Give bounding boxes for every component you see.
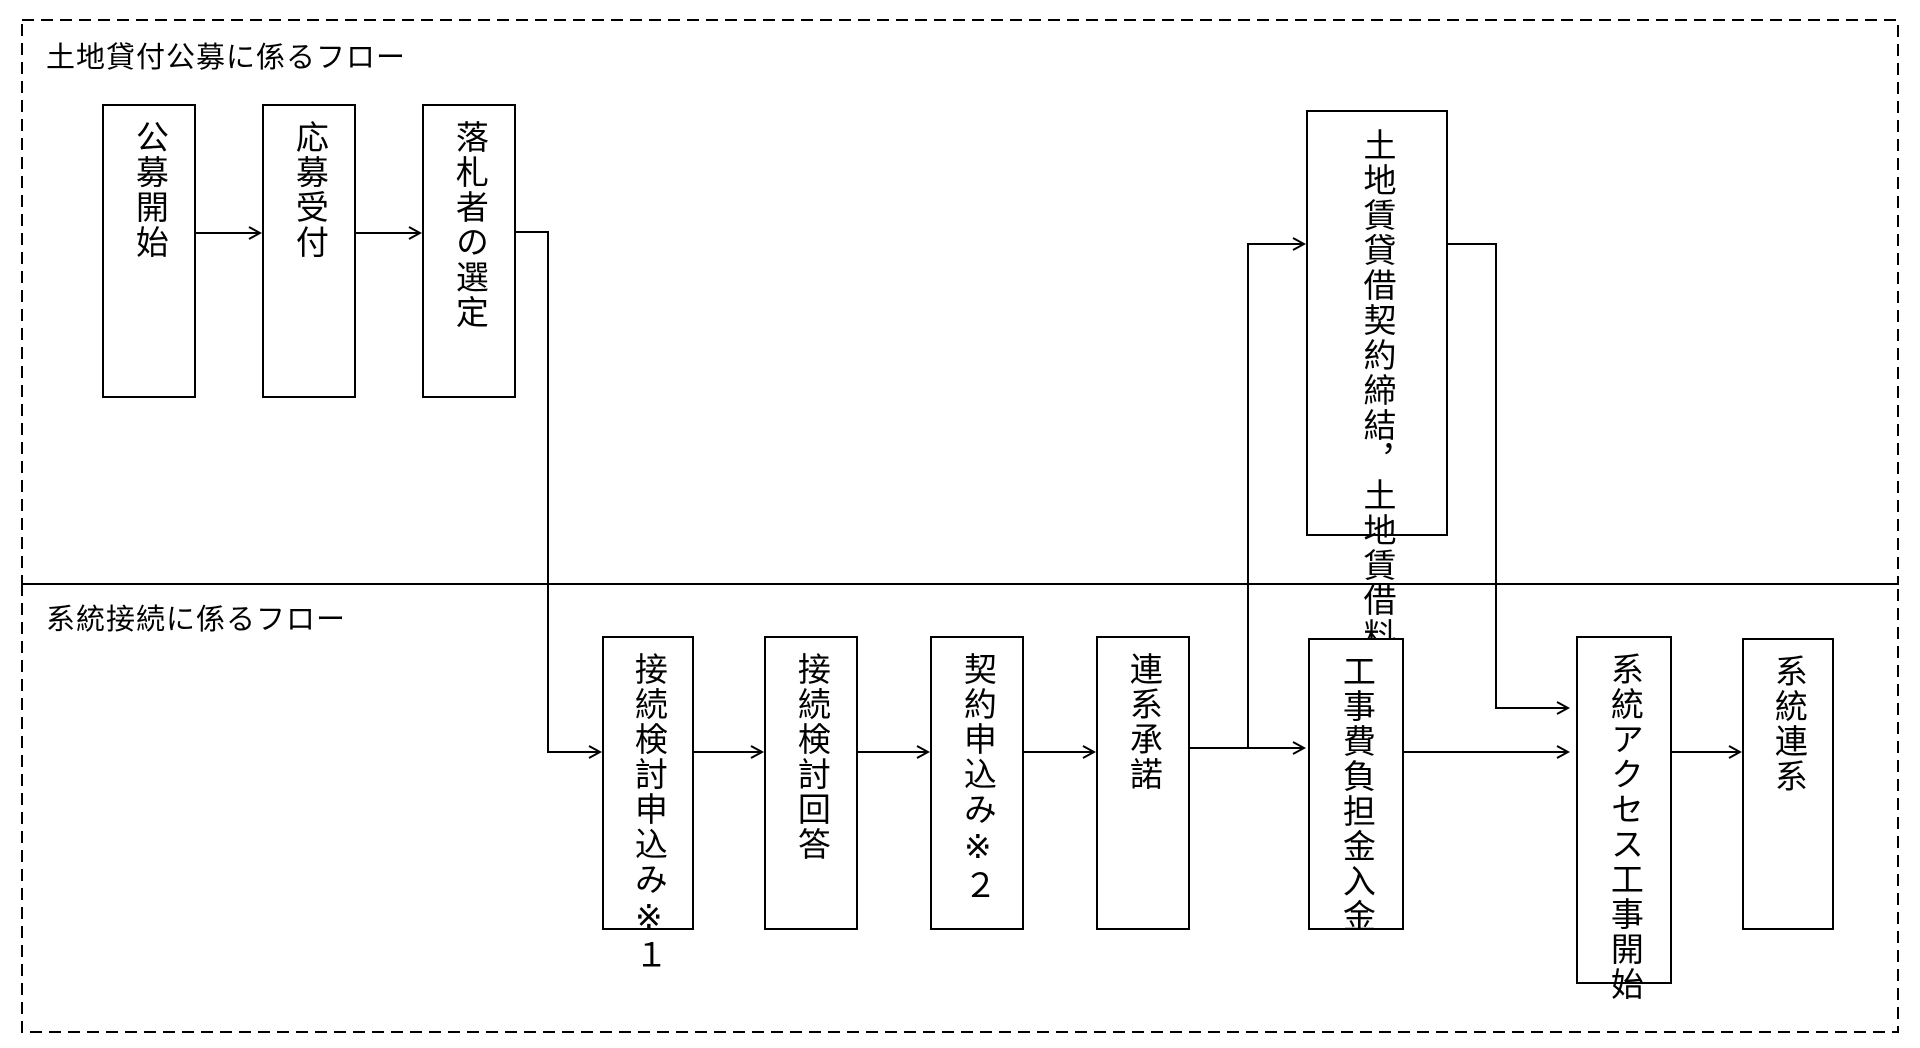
box-keitou-renkei: 系統連系 <box>1742 638 1834 930</box>
lane-land-lease <box>21 19 1899 585</box>
box-label: 接続検討回答 <box>792 652 832 862</box>
box-tochi-keiyaku: 土地賃貸借契約締結，土地賃借料・保証金入金 <box>1306 110 1448 863</box>
box-setsuzoku-moushikomi: 接続検討申込み※１ <box>602 636 694 973</box>
box-label: 応募受付 <box>290 120 330 260</box>
box-renkei-shoudaku: 連系承諾 <box>1096 636 1190 930</box>
box-oubo-uketsuke: 応募受付 <box>262 104 356 398</box>
arrow-tochi-to-access <box>1448 243 1568 708</box>
box-keiyaku-moushikomi: 契約申込み※２ <box>930 636 1024 930</box>
lane-grid-connection <box>21 583 1899 1033</box>
box-label: 落札者の選定 <box>450 120 490 330</box>
lane-title-grid-connection: 系統接続に係るフロー <box>46 602 347 636</box>
box-label: 系統アクセス工事開始 <box>1605 652 1645 1002</box>
box-setsuzoku-kaitou: 接続検討回答 <box>764 636 858 930</box>
box-label: 連系承諾 <box>1124 652 1164 792</box>
box-label: 系統連系 <box>1769 654 1809 794</box>
box-label: 契約申込み※２ <box>958 652 998 903</box>
arrow-renkei-to-tochi <box>1247 244 1304 748</box>
lane-title-land-lease: 土地貸付公募に係るフロー <box>46 40 407 74</box>
box-label: 土地賃貸借契約締結，土地賃借料・保証金入金 <box>1357 128 1397 863</box>
arrow-rakusatsu-to-setsuzoku <box>516 231 600 752</box>
box-label: 工事費負担金入金 <box>1337 654 1377 934</box>
box-label: 公募開始 <box>130 120 170 260</box>
box-rakusatsusha-sentei: 落札者の選定 <box>422 104 516 398</box>
box-kouji-futankin: 工事費負担金入金 <box>1308 638 1404 934</box>
box-access-kouji: 系統アクセス工事開始 <box>1576 636 1672 1002</box>
box-koubo-kaishi: 公募開始 <box>102 104 196 398</box>
box-label: 接続検討申込み※１ <box>629 652 669 973</box>
